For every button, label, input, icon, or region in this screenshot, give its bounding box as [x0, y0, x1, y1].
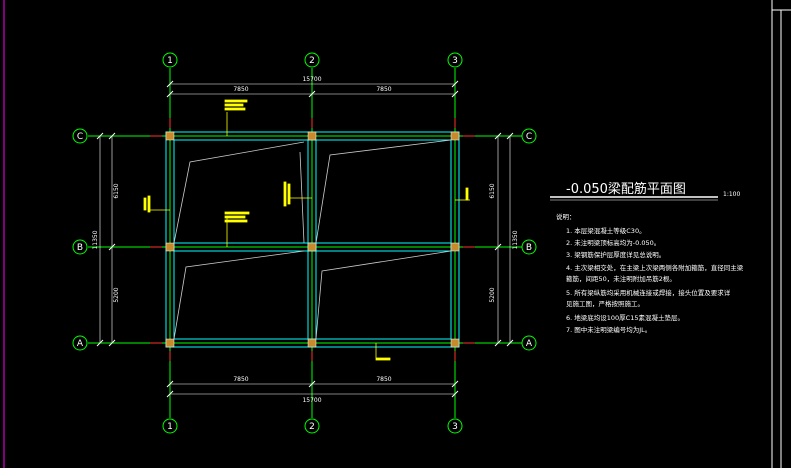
- title-block: -0.050梁配筋平面图 1:100: [550, 181, 740, 201]
- column-C3: [450, 131, 460, 141]
- note-4a: 4. 主次梁相交处，在主梁上次梁两侧各附加箍筋，直径同主梁: [566, 263, 744, 272]
- grid-bubble-bottom-2: [304, 418, 320, 434]
- dim-right-span-B-A: 5200: [489, 287, 496, 302]
- dim-right-span-C-B: 6150: [489, 183, 496, 198]
- grid-label-top-2: 2: [309, 56, 315, 66]
- dimension-texts: 15700 7850 7850 7850 7850 15700 11350 61…: [92, 76, 519, 404]
- note-6: 6. 地梁底均设100厚C15素混凝土垫层。: [566, 313, 684, 322]
- dim-left-span-C-B: 6150: [113, 183, 120, 198]
- beam-annotation-leaders: [143, 99, 470, 361]
- grid-bubble-left-A: [72, 335, 88, 351]
- notes-block: 说明： 1. 本层梁混凝土等级C30。 2. 未注明梁顶标高均为-0.050。 …: [556, 212, 744, 334]
- dim-bottom-span-1-2: 7850: [233, 376, 248, 383]
- dim-top-total: 15700: [302, 76, 321, 83]
- column-B1: [165, 242, 175, 252]
- grid-label-right-A: A: [526, 339, 533, 349]
- grid-label-right-C: C: [526, 132, 532, 142]
- grid-label-left-A: A: [77, 339, 84, 349]
- grid-bubble-bottom-1: [162, 418, 178, 434]
- dim-right-total: 11350: [512, 230, 519, 249]
- dim-left-total: 11350: [92, 230, 99, 249]
- grid-bubble-left-C: [72, 128, 88, 144]
- grid-label-right-B: B: [526, 243, 532, 253]
- grid-bubble-bottom-3: [447, 418, 463, 434]
- drawing-frame: [3, 0, 791, 468]
- grid-bubble-top-2: [304, 52, 320, 68]
- note-7: 7. 图中未注明梁编号均为JL。: [566, 325, 651, 334]
- grid-label-top-3: 3: [452, 56, 458, 66]
- columns: [165, 131, 460, 348]
- dim-left-span-B-A: 5200: [113, 287, 120, 302]
- note-5a: 5. 所有梁纵筋均采用机械连接或焊接，接头位置及要求详: [566, 288, 731, 297]
- grid-label-bottom-3: 3: [452, 422, 458, 432]
- dimension-ticks: [96, 80, 514, 398]
- drawing-scale: 1:100: [723, 191, 740, 198]
- dim-top-span-2-3: 7850: [376, 86, 391, 93]
- column-A1: [165, 338, 175, 348]
- note-3: 3. 梁钢筋保护层厚度详见总说明。: [566, 250, 665, 259]
- column-B3: [450, 242, 460, 252]
- grid-bubble-right-A: [521, 335, 537, 351]
- grid-bubble-right-B: [521, 239, 537, 255]
- grid-bubble-right-C: [521, 128, 537, 144]
- column-A2: [307, 338, 317, 348]
- grid-bubbles: [72, 52, 537, 434]
- note-1: 1. 本层梁混凝土等级C30。: [566, 226, 646, 235]
- column-C2: [307, 131, 317, 141]
- note-2: 2. 未注明梁顶标高均为-0.050。: [566, 238, 660, 247]
- grid-label-left-C: C: [77, 132, 83, 142]
- axis-end-marks: [150, 118, 475, 361]
- grid-bubble-left-B: [72, 239, 88, 255]
- column-A3: [450, 338, 460, 348]
- grid-bubble-labels: 1 2 3 1 2 3 C B A C B A: [77, 56, 533, 432]
- dim-bottom-span-2-3: 7850: [376, 376, 391, 383]
- grid-label-bottom-2: 2: [309, 422, 315, 432]
- grid-bubble-top-3: [447, 52, 463, 68]
- column-C1: [165, 131, 175, 141]
- grid-label-left-B: B: [77, 243, 83, 253]
- grid-bubble-top-1: [162, 52, 178, 68]
- drawing-title: -0.050梁配筋平面图: [566, 181, 686, 197]
- dim-bottom-total: 15700: [302, 397, 321, 404]
- notes-title: 说明：: [556, 212, 576, 221]
- grid-label-top-1: 1: [167, 56, 173, 66]
- grid-label-bottom-1: 1: [167, 422, 173, 432]
- note-5b: 见施工图，严格按照施工。: [566, 299, 644, 308]
- slab-break-lines: [173, 139, 452, 340]
- column-B2: [307, 242, 317, 252]
- dim-top-span-1-2: 7850: [233, 86, 248, 93]
- note-4b: 箍筋，间距50，未注明附加吊筋2根。: [566, 274, 676, 283]
